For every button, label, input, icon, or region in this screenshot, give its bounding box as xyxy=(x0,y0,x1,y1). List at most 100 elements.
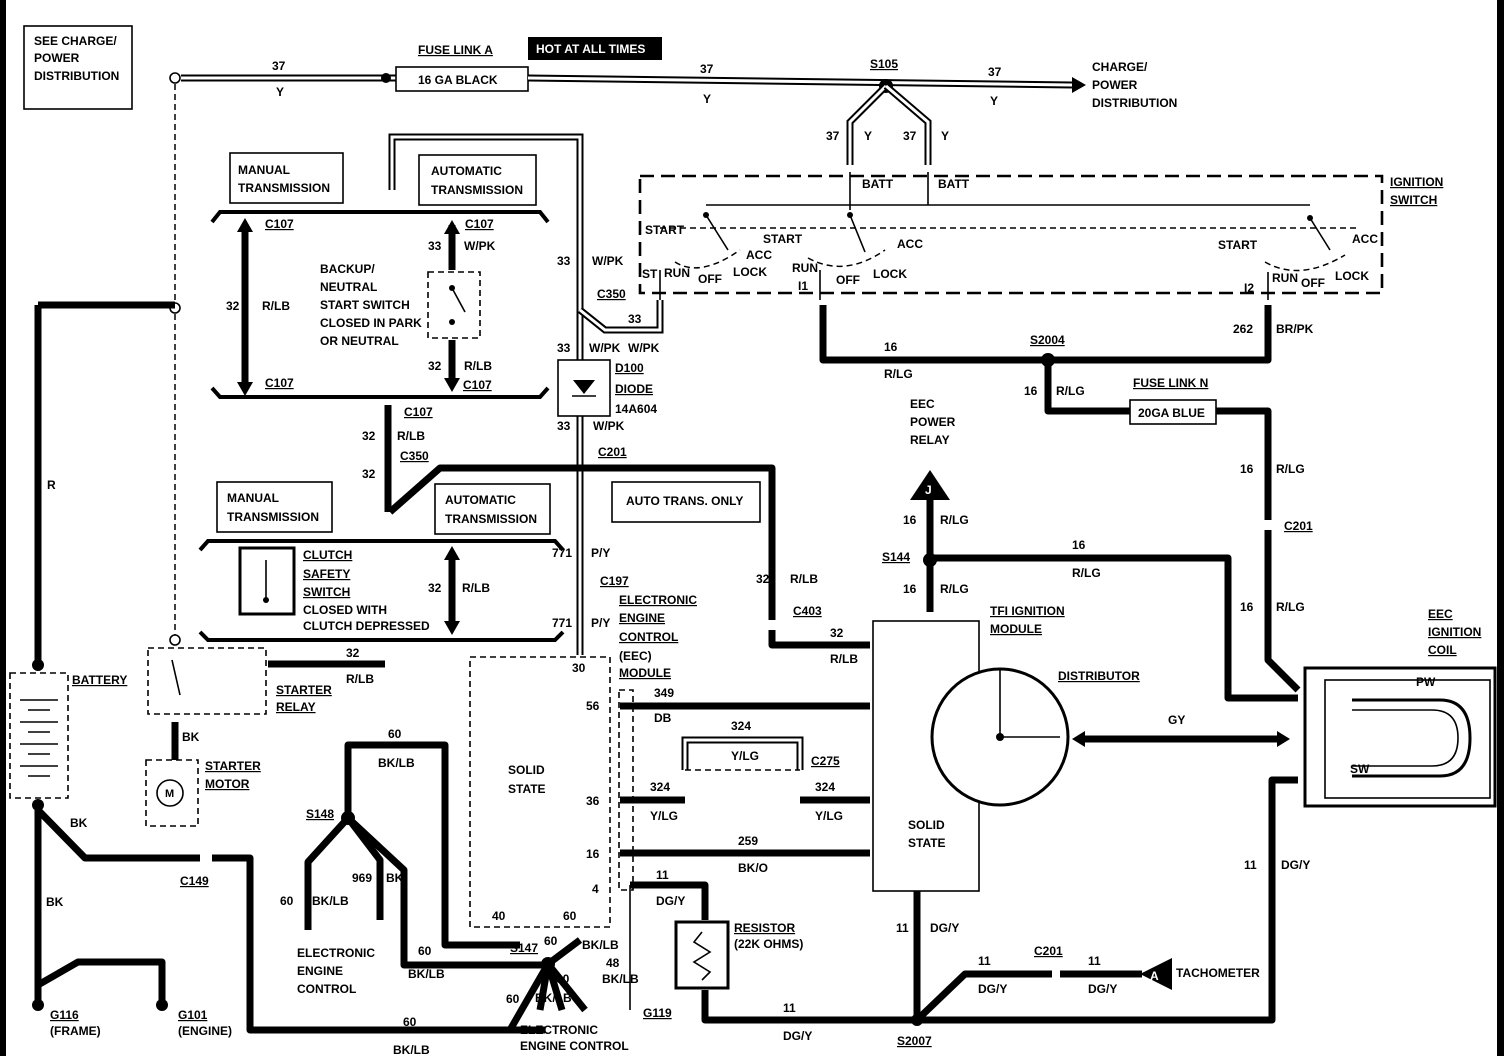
svg-text:NEUTRAL: NEUTRAL xyxy=(320,280,377,294)
svg-text:MOTOR: MOTOR xyxy=(205,777,250,791)
svg-text:969: 969 xyxy=(352,871,372,885)
svg-text:W/PK: W/PK xyxy=(592,254,624,268)
svg-text:STARTER: STARTER xyxy=(205,759,261,773)
svg-text:(ENGINE): (ENGINE) xyxy=(178,1024,232,1038)
svg-text:BK: BK xyxy=(70,816,88,830)
svg-text:S2004: S2004 xyxy=(1030,333,1065,347)
svg-text:CLOSED WITH: CLOSED WITH xyxy=(303,603,387,617)
svg-text:G101: G101 xyxy=(178,1008,208,1022)
svg-text:START SWITCH: START SWITCH xyxy=(320,298,410,312)
svg-text:DG/Y: DG/Y xyxy=(656,894,685,908)
svg-text:30: 30 xyxy=(572,661,586,675)
svg-text:C350: C350 xyxy=(597,287,626,301)
svg-text:R/LB: R/LB xyxy=(397,429,425,443)
svg-text:60: 60 xyxy=(506,992,520,1006)
svg-text:A: A xyxy=(1150,969,1159,983)
distributor: DISTRIBUTOR GY xyxy=(930,667,1290,807)
svg-text:324: 324 xyxy=(731,719,751,733)
svg-text:32: 32 xyxy=(226,299,240,313)
svg-text:(22K OHMS): (22K OHMS) xyxy=(734,937,803,951)
svg-text:POWER: POWER xyxy=(1092,78,1138,92)
svg-text:M: M xyxy=(165,788,174,800)
splice-s105: S105 37 Y 37 Y xyxy=(826,57,949,165)
right-border xyxy=(1497,0,1504,1056)
svg-text:16: 16 xyxy=(1072,538,1086,552)
svg-text:AUTOMATIC: AUTOMATIC xyxy=(431,164,502,178)
svg-text:MANUAL: MANUAL xyxy=(227,491,279,505)
svg-text:ELECTRONIC: ELECTRONIC xyxy=(619,593,697,607)
svg-text:C275: C275 xyxy=(811,754,840,768)
battery: R BATTERY BK BK G116 (FRAME) G101 (ENGIN… xyxy=(9,301,232,1038)
svg-text:ENGINE: ENGINE xyxy=(297,964,343,978)
svg-text:Y/LG: Y/LG xyxy=(650,809,678,823)
svg-text:32: 32 xyxy=(756,572,770,586)
svg-text:FUSE LINK N: FUSE LINK N xyxy=(1133,376,1208,390)
svg-text:DG/Y: DG/Y xyxy=(930,921,959,935)
svg-text:324: 324 xyxy=(650,780,670,794)
svg-text:DB: DB xyxy=(654,711,672,725)
svg-text:SOLID: SOLID xyxy=(908,818,945,832)
svg-text:CLOSED IN PARK: CLOSED IN PARK xyxy=(320,316,422,330)
splice-s147: S147 60 BK/LB 60 48 BK/LB 60 BK/LB ELECT… xyxy=(506,934,639,1053)
svg-text:STATE: STATE xyxy=(908,836,946,850)
svg-text:16: 16 xyxy=(1240,600,1254,614)
svg-text:TFI IGNITION: TFI IGNITION xyxy=(990,604,1065,618)
auto-trans-only-box: AUTO TRANS. ONLY xyxy=(611,481,761,523)
svg-text:R/LG: R/LG xyxy=(1072,566,1101,580)
svg-text:C201: C201 xyxy=(1034,944,1063,958)
svg-text:DIODE: DIODE xyxy=(615,382,653,396)
svg-text:GY: GY xyxy=(1168,713,1185,727)
svg-text:SW: SW xyxy=(1350,762,1370,776)
wire-37-top: 37 Y xyxy=(169,59,396,99)
svg-text:P/Y: P/Y xyxy=(591,546,610,560)
svg-text:CLUTCH DEPRESSED: CLUTCH DEPRESSED xyxy=(303,619,430,633)
svg-text:ACC: ACC xyxy=(1352,232,1378,246)
wire-32-mid: C107 32 R/LB C350 32 32 R/LB C403 32 R/L… xyxy=(362,405,870,666)
svg-text:11: 11 xyxy=(1088,954,1101,968)
svg-text:R/LG: R/LG xyxy=(884,367,913,381)
svg-text:33: 33 xyxy=(557,419,571,433)
eec-ignition-coil: EEC IGNITION COIL PW SW xyxy=(1303,607,1497,808)
transmission-section-1: MANUAL TRANSMISSION AUTOMATIC TRANSMISSI… xyxy=(210,152,550,399)
svg-text:C350: C350 xyxy=(400,449,429,463)
svg-text:BK/LB: BK/LB xyxy=(408,967,445,981)
svg-text:33: 33 xyxy=(557,341,571,355)
svg-text:ACC: ACC xyxy=(897,237,923,251)
svg-text:R: R xyxy=(47,478,56,492)
svg-text:W/PK: W/PK xyxy=(628,341,660,355)
svg-text:32: 32 xyxy=(428,359,442,373)
svg-text:ACC: ACC xyxy=(746,248,772,262)
svg-text:I2: I2 xyxy=(1244,281,1254,295)
svg-text:MANUAL: MANUAL xyxy=(238,163,290,177)
splice-s148: 60 BK/LB S148 60 BK/LB 969 BK ELECTRONIC… xyxy=(280,727,545,996)
svg-text:AUTOMATIC: AUTOMATIC xyxy=(445,493,516,507)
svg-text:(FRAME): (FRAME) xyxy=(50,1024,101,1038)
svg-text:D100: D100 xyxy=(615,361,644,375)
svg-text:32: 32 xyxy=(362,467,376,481)
svg-text:14A604: 14A604 xyxy=(615,402,657,416)
wire-c149: C149 60 BK/LB xyxy=(180,854,545,1057)
svg-text:DG/Y: DG/Y xyxy=(1281,858,1310,872)
svg-text:LOCK: LOCK xyxy=(1335,269,1369,283)
svg-text:R/LB: R/LB xyxy=(346,672,374,686)
svg-text:S148: S148 xyxy=(306,807,334,821)
see-charge-box: SEE CHARGE/ POWER DISTRIBUTION xyxy=(23,25,133,110)
svg-text:BATTERY: BATTERY xyxy=(72,673,127,687)
svg-text:OFF: OFF xyxy=(836,273,860,287)
svg-text:POWER: POWER xyxy=(910,415,956,429)
svg-text:16: 16 xyxy=(884,340,898,354)
svg-text:37: 37 xyxy=(988,65,1002,79)
svg-text:(EEC): (EEC) xyxy=(619,649,652,663)
svg-text:11: 11 xyxy=(896,921,909,935)
svg-text:CONTROL: CONTROL xyxy=(297,982,356,996)
svg-text:HOT AT ALL TIMES: HOT AT ALL TIMES xyxy=(536,42,645,56)
svg-text:J: J xyxy=(925,483,932,497)
svg-text:DG/Y: DG/Y xyxy=(1088,982,1117,996)
svg-text:BACKUP/: BACKUP/ xyxy=(320,262,375,276)
svg-text:60: 60 xyxy=(280,894,294,908)
svg-text:AUTO TRANS. ONLY: AUTO TRANS. ONLY xyxy=(626,494,743,508)
svg-text:START: START xyxy=(1218,238,1258,252)
svg-text:R/LG: R/LG xyxy=(1276,462,1305,476)
svg-text:Y: Y xyxy=(703,92,711,106)
